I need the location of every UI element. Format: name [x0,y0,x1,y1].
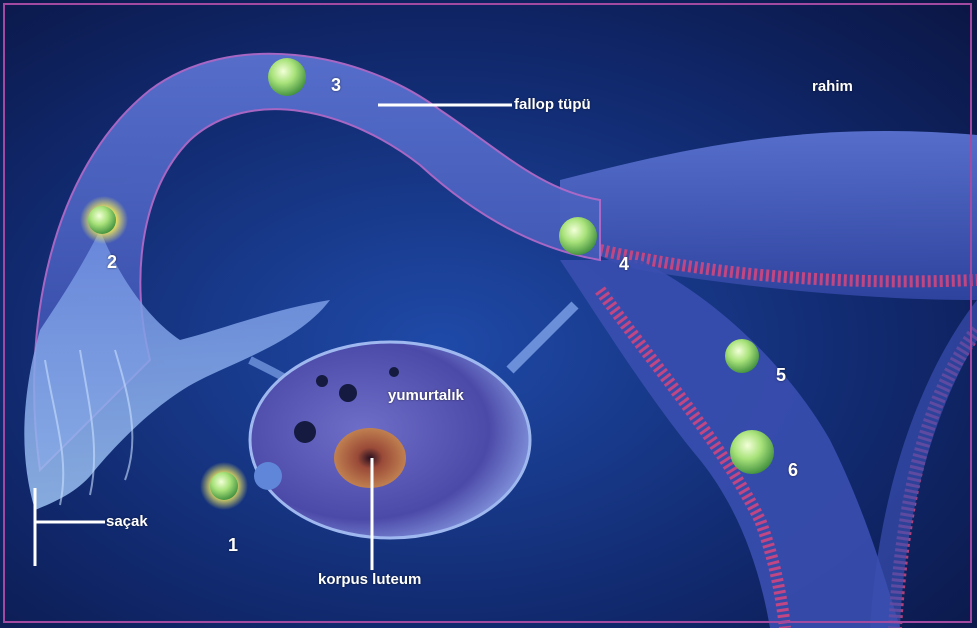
label-rahim: rahim [812,78,853,95]
stage-label-4: 4 [619,254,629,275]
label-korpus-luteum: korpus luteum [318,571,421,588]
label-yumurtalik: yumurtalık [388,387,464,404]
stage-label-1: 1 [228,535,238,556]
stage-label-2: 2 [107,252,117,273]
stage-label-3: 3 [331,75,341,96]
label-fallop-tubu: fallop tüpü [514,96,591,113]
stage-label-6: 6 [788,460,798,481]
stage-label-5: 5 [776,365,786,386]
label-sacak: saçak [106,513,148,530]
